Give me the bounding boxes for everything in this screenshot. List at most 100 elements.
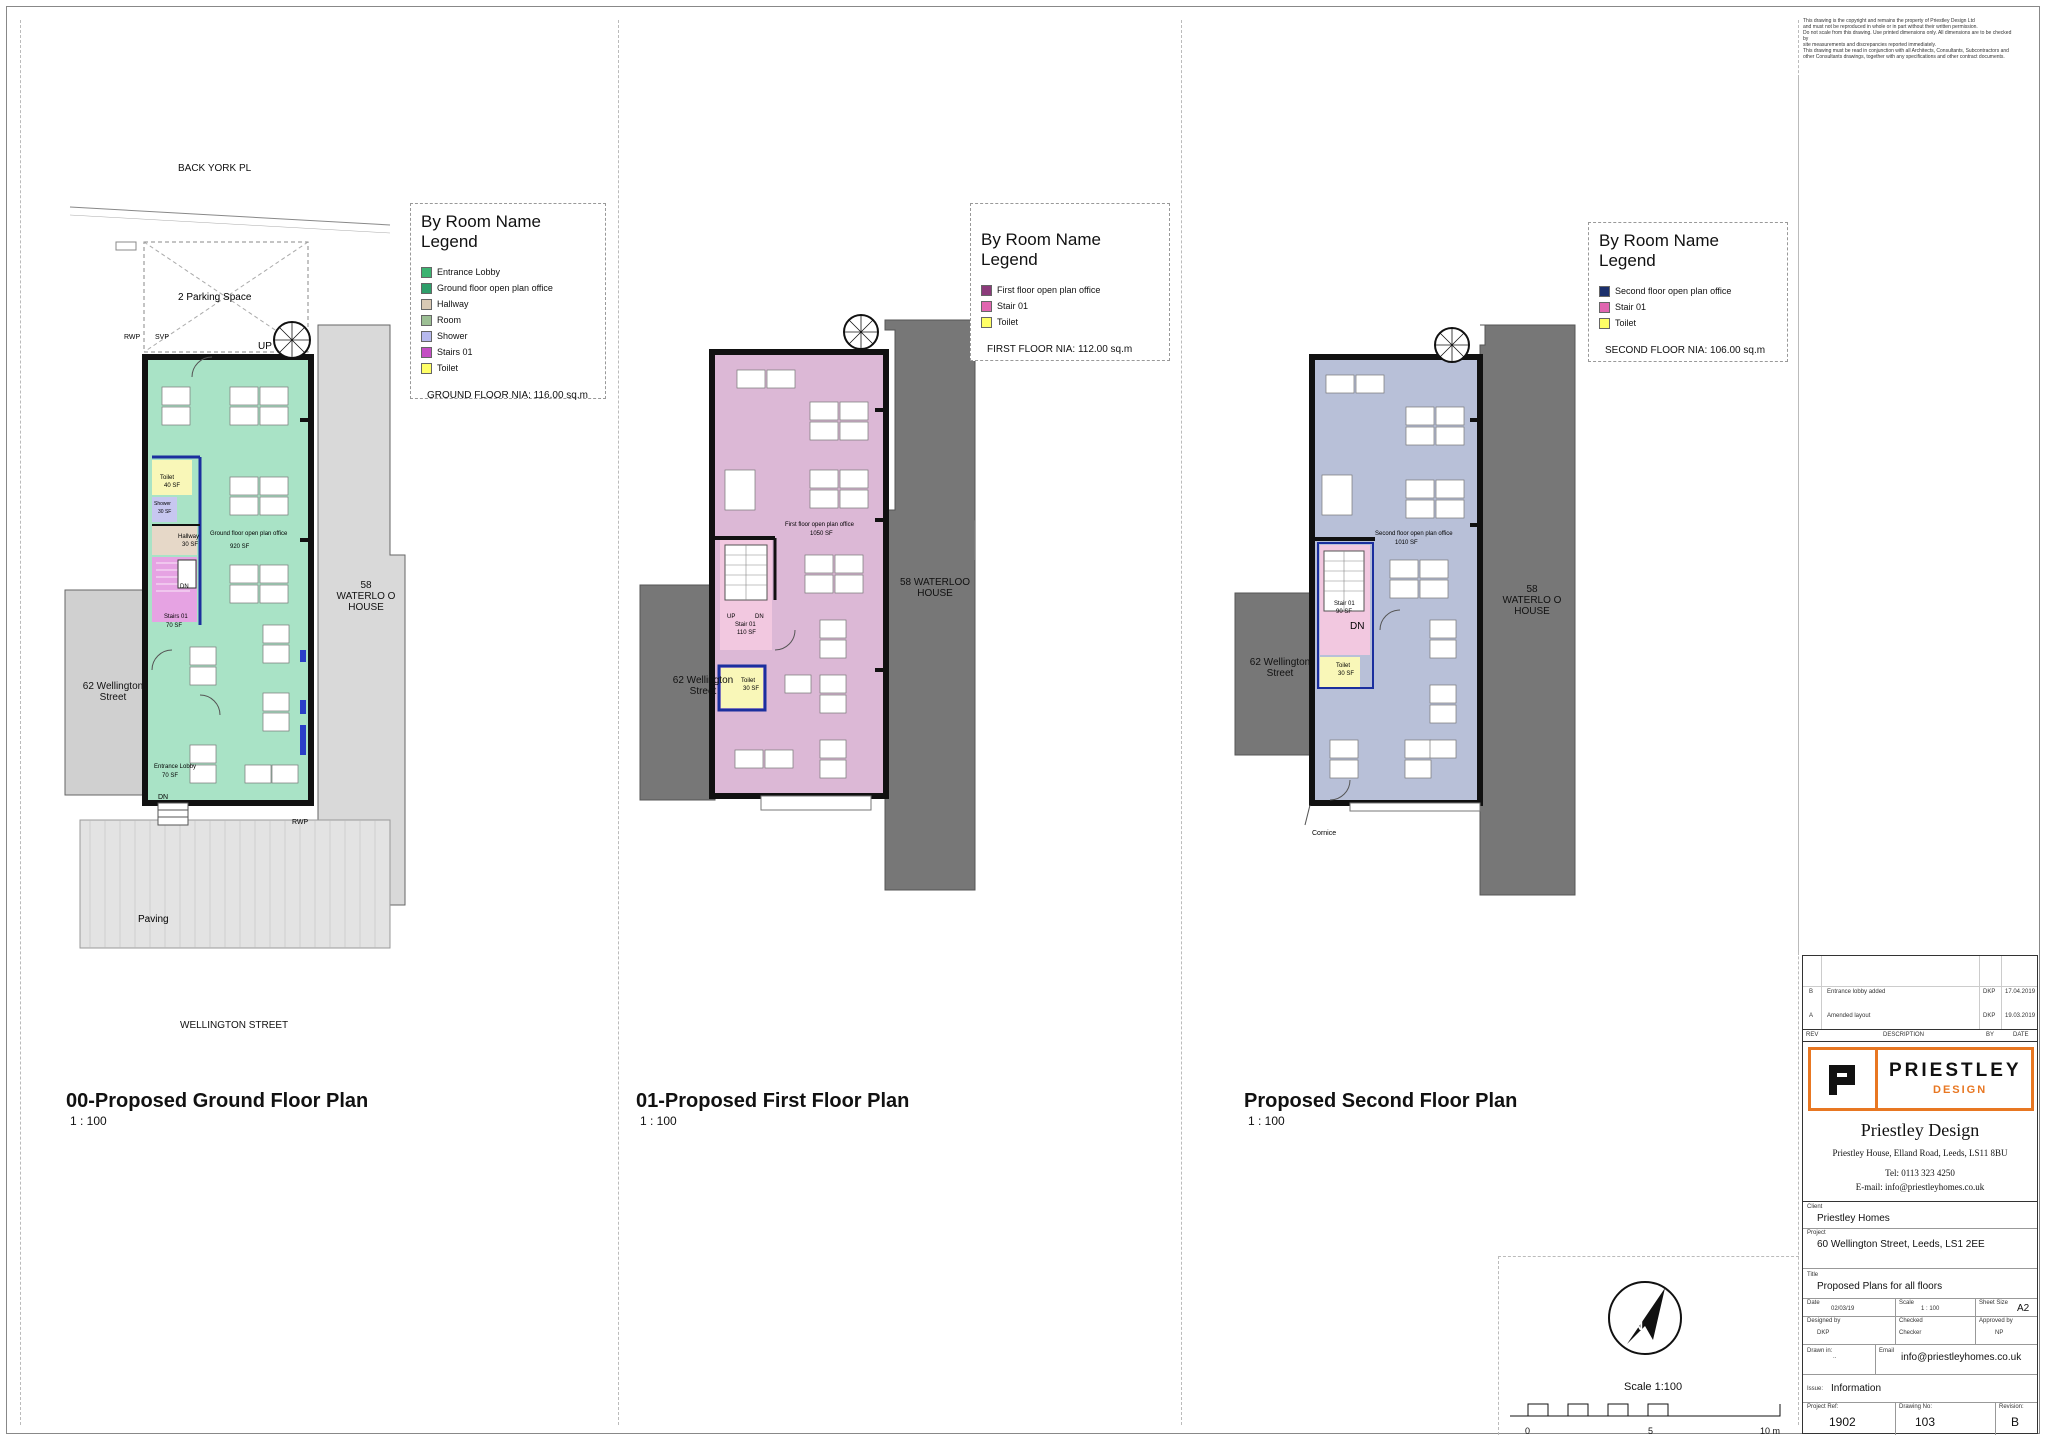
- legend-swatch: [421, 314, 432, 326]
- lobby-area-label: 70 SF: [162, 773, 178, 779]
- nia-second: SECOND FLOOR NIA: 106.00 sq.m: [1605, 345, 1766, 356]
- second-floor-plan: Second floor open plan office 1010 SF St…: [1234, 324, 1576, 896]
- sheet-value: A2: [2017, 1303, 2030, 1314]
- sheet-border: [6, 6, 2040, 1434]
- paving-label: Paving: [138, 914, 169, 925]
- second-dn-label: DN: [1350, 621, 1364, 632]
- drawing-label: Drawing No:: [1899, 1404, 1933, 1410]
- ground-floor-plan: 2 Parking Space RWP SVP UP Toilet 40 SF …: [64, 206, 406, 949]
- legend-swatch: [421, 282, 432, 294]
- legend-item: Toilet: [421, 360, 595, 376]
- revision-date: 17.04.2019: [2005, 989, 2036, 995]
- title-value: Proposed Plans for all floors: [1817, 1281, 1943, 1292]
- checked-value: Checker: [1899, 1330, 1922, 1336]
- scale-bar-label: Scale 1:100: [1624, 1381, 1683, 1393]
- project-value: 60 Wellington Street, Leeds, LS1 2EE: [1817, 1239, 1985, 1250]
- legend-swatch: [1599, 285, 1610, 297]
- svp-label: SVP: [155, 334, 169, 341]
- office-room-label: Ground floor open plan office: [210, 531, 288, 537]
- drawn-label: Drawn in:: [1807, 1348, 1833, 1354]
- stairs-area-label: 70 SF: [166, 623, 182, 629]
- neighbor-58-ground: 58 WATERLO O HOUSE: [336, 580, 396, 613]
- shower-area-label: 30 SF: [158, 509, 171, 515]
- scale-tick-10: 10 m: [1760, 1426, 1781, 1436]
- dn-entrance-label: DN: [158, 794, 168, 801]
- lobby-room-label: Entrance Lobby: [154, 764, 196, 770]
- panel-divider: [618, 20, 619, 1425]
- designed-value: DKP: [1817, 1330, 1830, 1336]
- copyright-notes: This drawing is the copyright and remain…: [1803, 18, 2012, 60]
- first-stair-area: 110 SF: [737, 630, 756, 636]
- second-toilet-label: Toilet: [1336, 663, 1350, 669]
- client-label: Client: [1807, 1204, 1823, 1210]
- revision-label: Revision:: [1999, 1404, 2024, 1410]
- hallway-room-label: Hallway: [178, 534, 199, 540]
- legend-second: By Room Name Legend Second floor open pl…: [1588, 222, 1788, 362]
- logo-mark-icon: [1811, 1050, 1878, 1108]
- logo-sub: DESIGN: [1933, 1084, 1988, 1096]
- legend-swatch: [981, 316, 992, 328]
- rwp-front-label: RWP: [292, 819, 309, 826]
- company-tel: Tel: 0113 323 4250: [1885, 1168, 1955, 1178]
- first-stair-label: Stair 01: [735, 622, 756, 628]
- hallway-area-label: 30 SF: [182, 542, 198, 548]
- second-toilet-area: 30 SF: [1338, 671, 1354, 677]
- scale-tick-0: 0: [1525, 1426, 1531, 1436]
- revision-rev: A: [1809, 1013, 1814, 1019]
- second-office-label: Second floor open plan office: [1375, 531, 1453, 537]
- nia-first: FIRST FLOOR NIA: 112.00 sq.m: [987, 344, 1133, 355]
- first-up-label: UP: [727, 614, 735, 620]
- legend-item: Stair 01: [1599, 299, 1777, 315]
- legend-first: By Room Name Legend First floor open pla…: [970, 203, 1170, 361]
- nia-ground: GROUND FLOOR NIA: 116.00 sq.m: [427, 390, 588, 401]
- first-office-label: First floor open plan office: [785, 522, 855, 528]
- plan-title-second: Proposed Second Floor Plan: [1244, 1090, 1518, 1112]
- plan-scale-first: 1 : 100: [640, 1114, 677, 1128]
- legend-item: Shower: [421, 328, 595, 344]
- company-block: PRIESTLEY DESIGN Priestley Design Priest…: [1802, 1041, 2038, 1201]
- date-value: 02/03/19: [1831, 1306, 1855, 1312]
- parking-label: 2 Parking Space: [178, 292, 252, 303]
- toilet-area-label: 40 SF: [164, 483, 180, 489]
- revision-description: Amended layout: [1827, 1013, 1871, 1019]
- toilet-room-label: Toilet: [160, 475, 174, 481]
- revision-value: B: [2011, 1415, 2020, 1429]
- first-toilet-label: Toilet: [741, 678, 755, 684]
- north-scale-box: [1498, 1256, 1799, 1435]
- title-label: Title: [1807, 1272, 1819, 1278]
- revision-header: REV DESCRIPTION BY DATE: [1802, 1029, 2038, 1041]
- revision-description: Entrance lobby added: [1827, 989, 1886, 995]
- neighbor-58-first: 58 WATERLOO HOUSE: [900, 577, 971, 599]
- first-office-area: 1050 SF: [810, 531, 833, 537]
- company-email: E-mail: info@priestleyhomes.co.uk: [1855, 1182, 1985, 1192]
- legend-swatch: [421, 266, 432, 278]
- neighbor-62-second: 62 Wellington Street: [1249, 657, 1311, 679]
- designed-label: Designed by: [1807, 1318, 1841, 1324]
- revision-by: DKP: [1983, 1013, 1996, 1019]
- legend-item: Hallway: [421, 296, 595, 312]
- ref-label: Project Ref:: [1807, 1404, 1839, 1410]
- cornice-label: Cornice: [1312, 830, 1336, 837]
- neighbor-62-first: 62 Wellington Street: [672, 675, 734, 697]
- north-arrow-icon: N: [1608, 1281, 1682, 1355]
- legend-title: By Room Name Legend: [421, 212, 541, 251]
- logo-word: PRIESTLEY: [1889, 1060, 2022, 1081]
- panel-divider: [20, 20, 21, 1425]
- dn-label: DN: [180, 584, 189, 590]
- street-label-back: BACK YORK PL: [178, 163, 252, 174]
- revision-table: B Entrance lobby added DKP 17.04.2019 A …: [1802, 955, 2038, 1041]
- legend-swatch: [981, 300, 992, 312]
- legend-item: Stairs 01: [421, 344, 595, 360]
- ref-value: 1902: [1829, 1415, 1856, 1429]
- rwp-label: RWP: [124, 334, 141, 341]
- date-label: Date: [1807, 1300, 1820, 1306]
- svg-text:N: N: [1633, 1317, 1643, 1333]
- stairs-room-label: Stairs 01: [164, 614, 188, 620]
- project-label: Project: [1807, 1230, 1826, 1236]
- drawing-value: 103: [1915, 1415, 1936, 1429]
- legend-swatch: [981, 284, 992, 296]
- email-value: info@priestleyhomes.co.uk: [1901, 1352, 2022, 1363]
- plan-scale-ground: 1 : 100: [70, 1114, 107, 1128]
- legend-item: First floor open plan office: [981, 282, 1159, 298]
- scale-label: Scale: [1899, 1300, 1915, 1306]
